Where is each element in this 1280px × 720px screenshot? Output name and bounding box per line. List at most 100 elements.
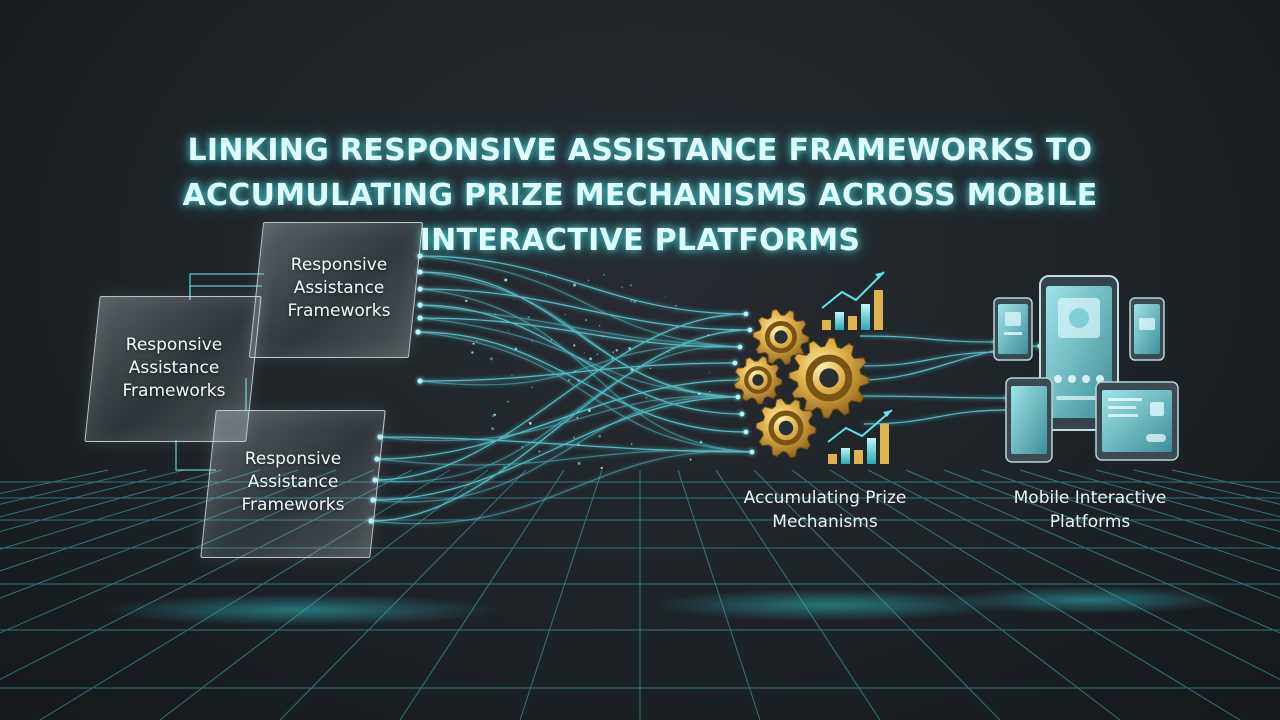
endpoint-dot (732, 360, 738, 366)
trend-line (827, 409, 893, 443)
bar (874, 290, 883, 330)
sparkle-dot (528, 460, 530, 462)
sparkle-dot (530, 339, 533, 342)
sparkle-dot (611, 357, 613, 359)
trend-arrow (883, 410, 892, 417)
sparkle-dot (664, 296, 667, 298)
grid-line (981, 469, 1280, 572)
sparkle-dot (545, 274, 547, 277)
sparkle-dot (567, 378, 571, 382)
flow-line (419, 288, 753, 453)
sparkle-dot (577, 461, 581, 465)
bar-chart (821, 271, 885, 330)
sparkle-dot (573, 436, 576, 439)
sparkle-dot (514, 347, 518, 350)
sparkle-dot (572, 283, 577, 287)
endpoint-dot (743, 311, 749, 317)
sparkle-dot (573, 344, 576, 347)
gear-hole (752, 374, 764, 386)
phone-small-left (993, 297, 1033, 361)
sparkle-dot (709, 390, 711, 393)
flow-line (376, 379, 741, 460)
endpoint-dot (415, 329, 421, 335)
sparkle-dot (583, 352, 585, 354)
sparkle-dot (600, 466, 603, 470)
mobile-device-icon (993, 275, 1179, 463)
sparkle-dot (507, 400, 509, 403)
gear-ring (744, 366, 772, 394)
sparkle-dot (475, 340, 478, 342)
sparkle-dot (528, 421, 532, 425)
flow-line (419, 304, 743, 415)
sparkle-dot (645, 397, 648, 399)
sparkle-dot (699, 440, 703, 444)
flow-line (370, 329, 751, 522)
flow-line (859, 395, 1009, 399)
floor-glow-left (100, 594, 500, 626)
sparkle-dot (630, 368, 634, 372)
grid-line (943, 469, 1280, 599)
sparkle-dot (503, 276, 505, 279)
sparkle-dot (504, 278, 508, 282)
sparkle-dot (707, 334, 710, 336)
endpoint-dot (739, 411, 745, 417)
sparkle-dot (612, 351, 615, 354)
grid-line (519, 469, 603, 720)
flow-line (419, 271, 739, 398)
endpoint-dot (417, 286, 423, 292)
floor-glow-right (950, 586, 1230, 614)
flow-line (419, 271, 739, 398)
sparkle-dot (615, 348, 619, 352)
mobile-label-line-2: Platforms (1049, 512, 1131, 532)
sparkle-dot (507, 330, 509, 332)
grid-line (0, 469, 147, 505)
trend-line (821, 271, 885, 309)
gear (752, 308, 810, 366)
tablet-bottom-right (1095, 381, 1179, 461)
sparkle-dot (675, 304, 677, 307)
floor-glow-center (650, 589, 1010, 621)
gear-hole (774, 330, 788, 344)
sparkle-dot (550, 339, 552, 341)
endpoint-dot (749, 449, 755, 455)
endpoint-dot (735, 394, 741, 400)
sparkle-dot (494, 313, 497, 316)
diagram-title: LINKING RESPONSIVE ASSISTANCE FRAMEWORKS… (140, 128, 1140, 263)
prize-label-line-1: Accumulating Prize (743, 488, 907, 508)
bar (828, 454, 837, 464)
sparkle-dot (689, 458, 692, 461)
sparkle-dot (629, 284, 632, 287)
sparkle-dot (574, 370, 576, 372)
gear-ring (764, 320, 798, 354)
flow-line (419, 362, 736, 382)
endpoint-dot (417, 378, 423, 384)
flow-line (374, 313, 747, 481)
flow-line (863, 409, 1011, 425)
sparkle-dot (697, 392, 701, 396)
grid-line (0, 469, 413, 680)
flow-line (419, 317, 739, 398)
bar-chart-icon (821, 271, 893, 464)
sparkle-dot (527, 315, 531, 319)
endpoint-dot (737, 344, 743, 350)
grid-line (1095, 469, 1280, 518)
bar (848, 316, 857, 330)
sparkle-dot (596, 353, 598, 355)
sparkle-dot (598, 324, 601, 327)
title-line-3: INTERACTIVE PLATFORMS (419, 223, 861, 258)
flow-line (417, 331, 753, 453)
panel-connectors (175, 273, 264, 471)
phone-bottom-left (1005, 377, 1053, 463)
flow-line (379, 436, 753, 453)
framework-label-middle: Responsive Assistance Frameworks (122, 335, 226, 401)
gear (733, 355, 783, 405)
framework-label-bottom: Responsive Assistance Frameworks (241, 449, 345, 515)
bar (854, 450, 863, 464)
endpoint-dot (743, 429, 749, 435)
sparkle-dot (585, 319, 587, 322)
gear-hole (819, 368, 839, 388)
sparkle-dot (603, 273, 606, 276)
sparkle-dot (601, 335, 603, 337)
sparkle-dot (479, 445, 481, 447)
